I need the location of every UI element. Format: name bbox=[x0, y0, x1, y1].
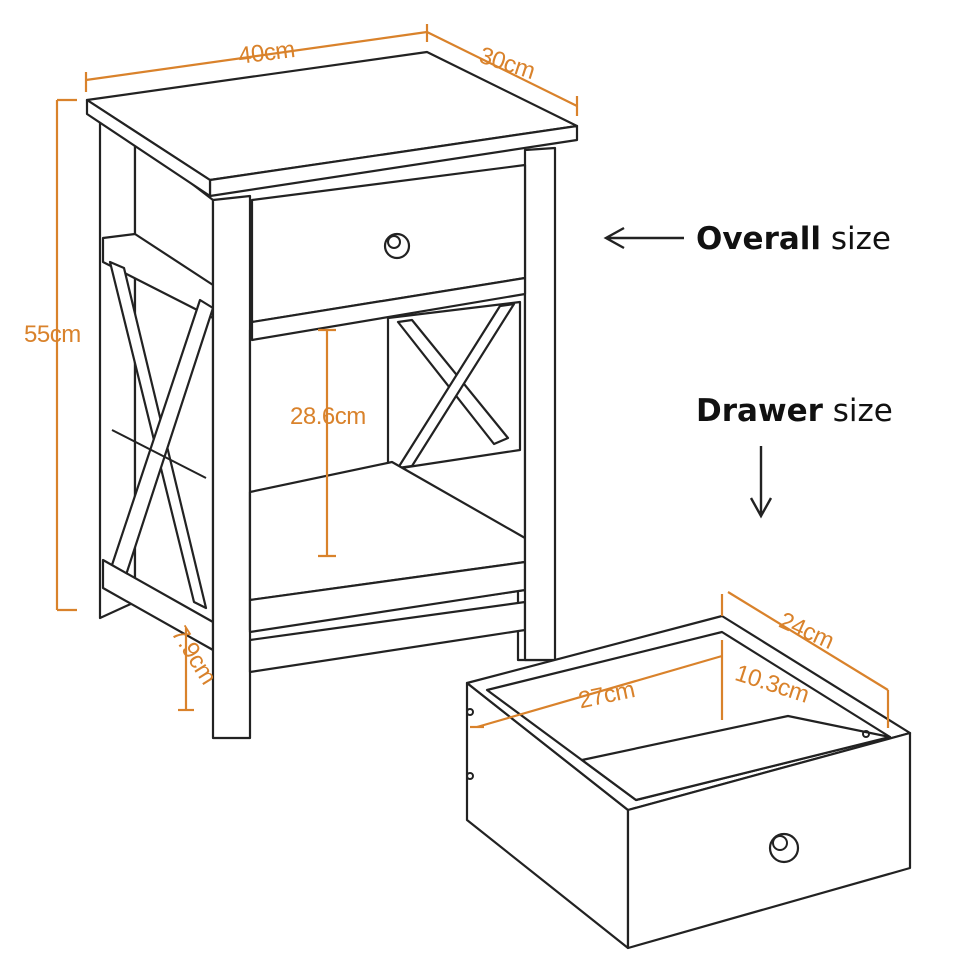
overall-size-callout: Overall size bbox=[603, 221, 891, 257]
drawer-size-label: Drawer size bbox=[696, 393, 893, 429]
drawer-knob bbox=[383, 232, 411, 260]
height-dimension-label: 55cm bbox=[24, 321, 81, 348]
overall-size-bold: Overall bbox=[696, 221, 821, 257]
drawer-depth-dimension-label: 24cm bbox=[775, 607, 838, 655]
table-top-left-edge bbox=[85, 98, 212, 198]
dowel-hole bbox=[862, 730, 870, 738]
nightstand bbox=[85, 50, 579, 740]
overall-size-rest: size bbox=[821, 221, 891, 257]
right-x-brace bbox=[386, 300, 522, 472]
drawer-front-panel bbox=[626, 731, 912, 950]
front-left-leg bbox=[211, 194, 252, 740]
width-dimension-label: 40cm bbox=[237, 36, 297, 70]
opening-height-dimension-label: 28.6cm bbox=[290, 403, 366, 430]
drawer-size-callout: Drawer size bbox=[696, 393, 893, 519]
drawer-knob-large bbox=[768, 832, 800, 864]
depth-dimension-label: 30cm bbox=[476, 42, 538, 85]
dowel-hole bbox=[466, 772, 474, 780]
left-arrow-icon bbox=[603, 226, 684, 250]
drawer bbox=[465, 614, 912, 950]
drawer-size-rest: size bbox=[823, 393, 893, 429]
overall-size-label: Overall size bbox=[696, 221, 891, 257]
drawer-inner-back bbox=[580, 714, 892, 802]
dimension-lines bbox=[55, 24, 890, 729]
drawer-size-bold: Drawer bbox=[696, 393, 824, 429]
dowel-hole bbox=[466, 708, 474, 716]
left-x-brace bbox=[108, 260, 215, 610]
down-arrow-icon bbox=[749, 446, 773, 519]
front-right-leg bbox=[523, 146, 557, 662]
drawer-bottom-rail bbox=[250, 276, 527, 342]
